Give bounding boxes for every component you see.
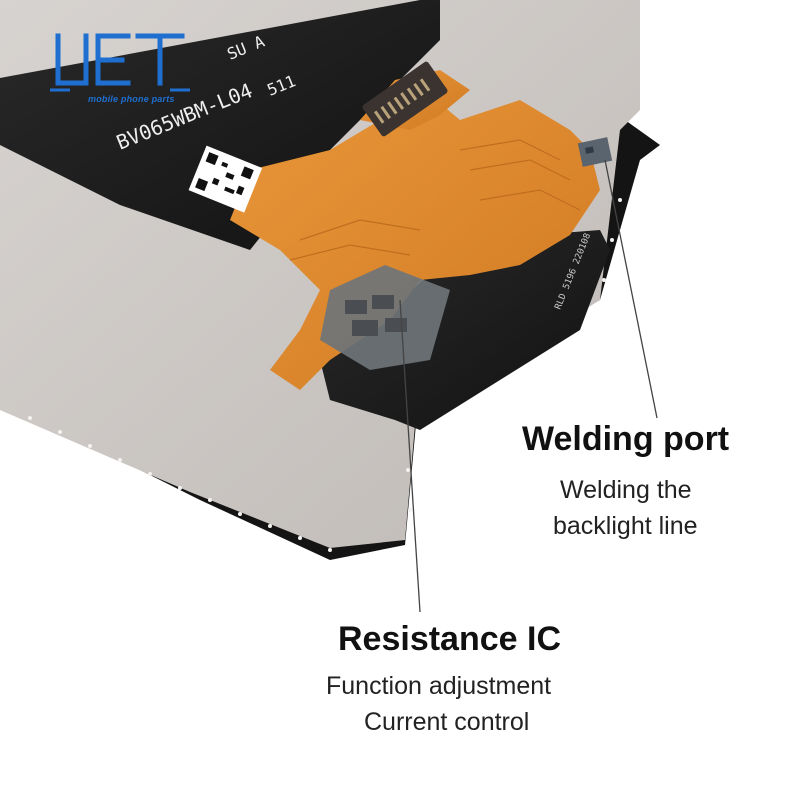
- resistance-ic-desc-line-2: Current control: [364, 708, 530, 736]
- welding-port-desc-line-2: backlight line: [553, 512, 698, 540]
- orange-flex-pcb: [230, 95, 600, 390]
- pcb-traces: [289, 139, 581, 261]
- resistance-leader-line: [399, 299, 421, 613]
- qr-code: [188, 145, 263, 213]
- brand-logo: [50, 33, 190, 92]
- logo-tagline: mobile phone parts: [88, 94, 175, 104]
- welding-leader-line: [604, 159, 658, 419]
- welding-port-desc-line-1: Welding the: [560, 476, 692, 504]
- frame-rivets: [28, 198, 622, 552]
- resistance-ic-title: Resistance IC: [338, 620, 561, 658]
- resistance-ic-desc-line-1: Function adjustment: [326, 672, 552, 700]
- welding-port-title: Welding port: [522, 420, 730, 458]
- black-tape: [320, 230, 610, 430]
- welding-port-chip: [577, 137, 613, 167]
